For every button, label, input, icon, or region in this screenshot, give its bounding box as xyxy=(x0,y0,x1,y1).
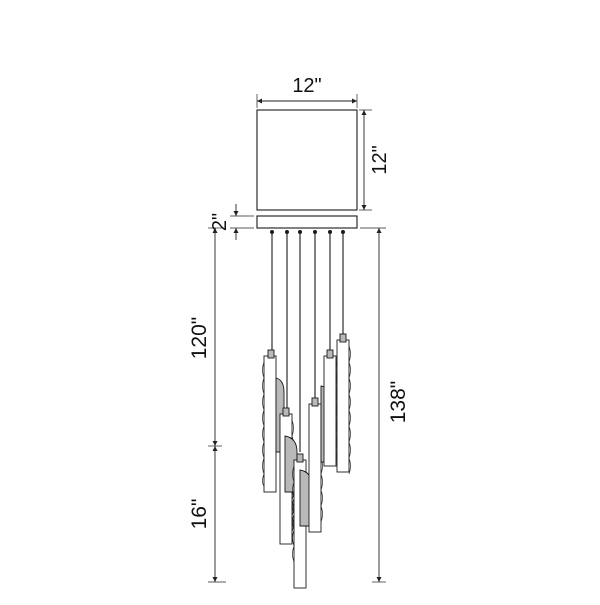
overall-height-label: 138" xyxy=(387,381,410,424)
mounting-plate xyxy=(256,215,358,229)
cord-length-label: 120" xyxy=(188,317,211,360)
rod-10 xyxy=(336,339,350,473)
fixture-length-dimension: 16" xyxy=(188,446,226,583)
canopy-width-label: 12" xyxy=(292,75,321,97)
hanging-cords xyxy=(271,232,344,452)
canopy-box xyxy=(256,109,358,211)
cord-mounts xyxy=(270,230,345,234)
canopy-width-dimension: 12" xyxy=(256,75,358,108)
canopy-height-dimension: 12" xyxy=(359,109,391,211)
canopy-height-label: 12" xyxy=(369,145,391,174)
plate-height-dimension: 2" xyxy=(209,204,254,240)
rod-9 xyxy=(323,355,337,467)
plate-height-label: 2" xyxy=(209,213,231,231)
cord-length-dimension: 120" xyxy=(188,227,224,447)
overall-height-dimension: 138" xyxy=(360,227,410,583)
crystal-rods xyxy=(262,333,351,589)
rod-1 xyxy=(263,355,277,493)
fixture-length-label: 16" xyxy=(188,499,211,530)
rod-7 xyxy=(308,403,322,533)
